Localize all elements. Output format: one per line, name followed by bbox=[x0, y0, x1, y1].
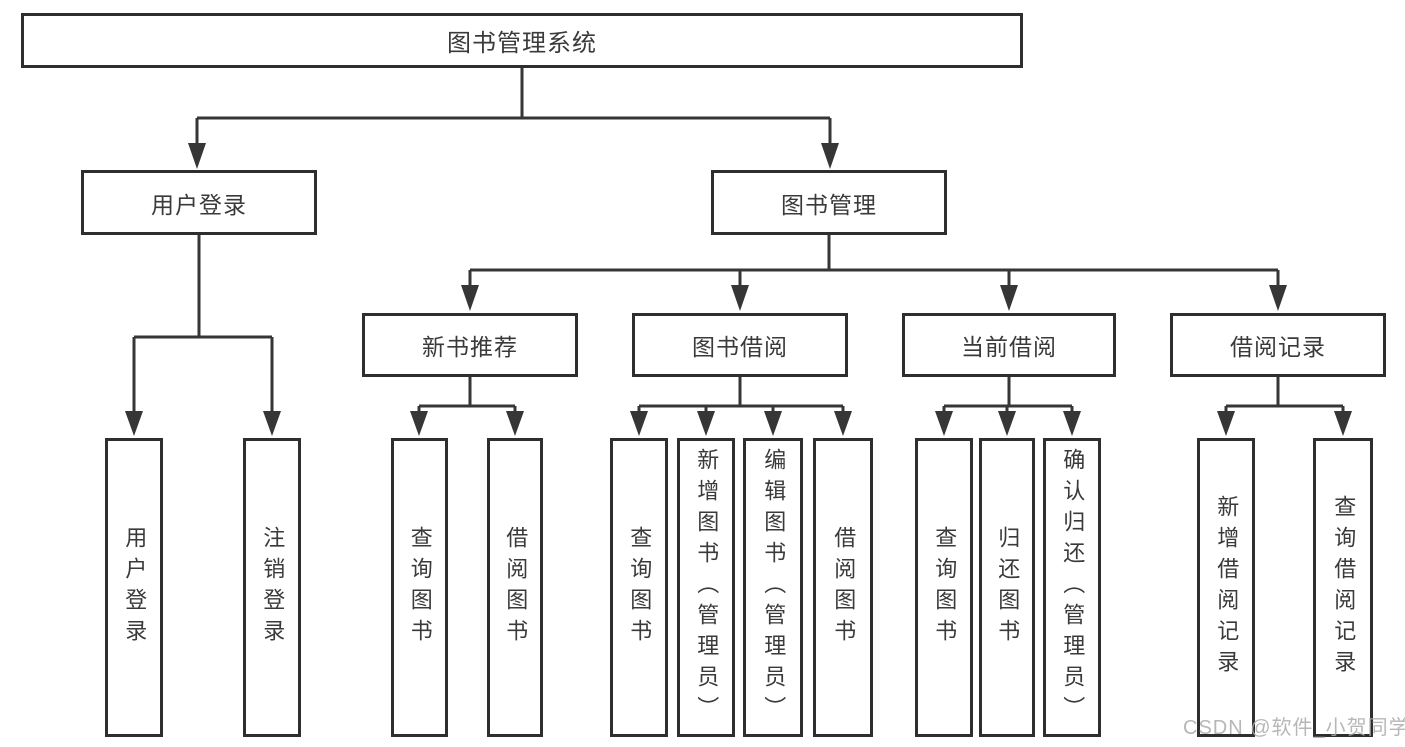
leaf-recommend-borrow-books-label: 借阅图书 bbox=[503, 525, 529, 650]
leaf-query-borrow-record-label: 查询借阅记录 bbox=[1331, 494, 1357, 681]
node-book-management-label: 图书管理 bbox=[781, 191, 877, 218]
arrowhead-icon bbox=[188, 143, 206, 169]
arrowhead-icon bbox=[935, 411, 953, 436]
leaf-borrowing-borrow-books: 借阅图书 bbox=[813, 438, 873, 737]
node-book-borrowing: 图书借阅 bbox=[632, 313, 848, 377]
arrowhead-icon bbox=[410, 411, 428, 436]
leaf-add-books-admin-label: 新增图书（管理员） bbox=[694, 448, 720, 727]
node-current-borrowing-label: 当前借阅 bbox=[961, 334, 1057, 360]
node-new-book-recommend-label: 新书推荐 bbox=[422, 334, 518, 360]
arrowhead-icon bbox=[1063, 411, 1081, 436]
arrowhead-icon bbox=[1269, 285, 1287, 311]
node-user-login-label: 用户登录 bbox=[151, 191, 247, 218]
leaf-confirm-return-admin: 确认归还（管理员） bbox=[1043, 438, 1101, 737]
arrowhead-icon bbox=[731, 285, 749, 311]
leaf-edit-books-admin: 编辑图书（管理员） bbox=[743, 438, 803, 737]
leaf-borrowing-query-books-label: 查询图书 bbox=[627, 525, 653, 650]
connector-bookmgmt-children bbox=[468, 235, 1280, 286]
leaf-borrowing-borrow-books-label: 借阅图书 bbox=[831, 525, 857, 650]
arrowhead-icon bbox=[506, 411, 524, 436]
leaf-recommend-query-books: 查询图书 bbox=[391, 438, 448, 737]
node-current-borrowing: 当前借阅 bbox=[902, 313, 1116, 377]
arrowhead-icon bbox=[1334, 411, 1352, 436]
arrowhead-icon bbox=[697, 411, 715, 436]
leaf-edit-books-admin-label: 编辑图书（管理员） bbox=[761, 448, 787, 727]
node-borrowing-records: 借阅记录 bbox=[1170, 313, 1386, 377]
node-book-management: 图书管理 bbox=[711, 170, 947, 235]
node-book-borrowing-label: 图书借阅 bbox=[692, 334, 788, 360]
arrowhead-icon bbox=[1217, 411, 1235, 436]
connector-borrowrecords-children bbox=[1224, 377, 1345, 412]
node-root: 图书管理系统 bbox=[21, 13, 1023, 68]
leaf-logout-label: 注销登录 bbox=[260, 525, 286, 650]
connector-bookborrow-children bbox=[637, 377, 845, 412]
leaf-query-borrow-record: 查询借阅记录 bbox=[1313, 438, 1373, 737]
node-root-label: 图书管理系统 bbox=[447, 30, 597, 57]
connector-root-children bbox=[195, 68, 832, 144]
leaf-borrowing-query-books: 查询图书 bbox=[610, 438, 668, 737]
leaf-logout: 注销登录 bbox=[243, 438, 301, 737]
arrowhead-icon bbox=[834, 411, 852, 436]
arrowhead-icon bbox=[764, 411, 782, 436]
leaf-add-borrow-record-label: 新增借阅记录 bbox=[1214, 494, 1240, 681]
node-user-login: 用户登录 bbox=[81, 170, 317, 235]
connector-userlogin-children bbox=[132, 235, 274, 412]
arrowhead-icon bbox=[630, 411, 648, 436]
leaf-current-query-books-label: 查询图书 bbox=[932, 525, 958, 650]
leaf-user-login: 用户登录 bbox=[105, 438, 163, 737]
leaf-user-login-label: 用户登录 bbox=[122, 525, 148, 650]
arrowhead-icon bbox=[263, 411, 281, 436]
leaf-return-books-label: 归还图书 bbox=[995, 525, 1021, 650]
leaf-current-query-books: 查询图书 bbox=[915, 438, 973, 737]
leaf-recommend-query-books-label: 查询图书 bbox=[407, 525, 433, 650]
csdn-watermark: CSDN @软件_小贺同学 bbox=[1183, 717, 1405, 739]
arrowhead-icon bbox=[998, 411, 1016, 436]
leaf-add-borrow-record: 新增借阅记录 bbox=[1197, 438, 1255, 737]
node-new-book-recommend: 新书推荐 bbox=[362, 313, 578, 377]
arrowhead-icon bbox=[461, 285, 479, 311]
arrowheads bbox=[125, 143, 1352, 436]
leaf-recommend-borrow-books: 借阅图书 bbox=[487, 438, 543, 737]
node-borrowing-records-label: 借阅记录 bbox=[1230, 334, 1326, 360]
connector-newbookrec-children bbox=[417, 377, 517, 412]
leaf-confirm-return-admin-label: 确认归还（管理员） bbox=[1060, 448, 1086, 727]
leaf-return-books: 归还图书 bbox=[979, 438, 1035, 737]
arrowhead-icon bbox=[821, 143, 839, 169]
leaf-add-books-admin: 新增图书（管理员） bbox=[677, 438, 735, 737]
connector-currentborrow-children bbox=[942, 377, 1074, 412]
arrowhead-icon bbox=[125, 411, 143, 436]
arrowhead-icon bbox=[1000, 285, 1018, 311]
